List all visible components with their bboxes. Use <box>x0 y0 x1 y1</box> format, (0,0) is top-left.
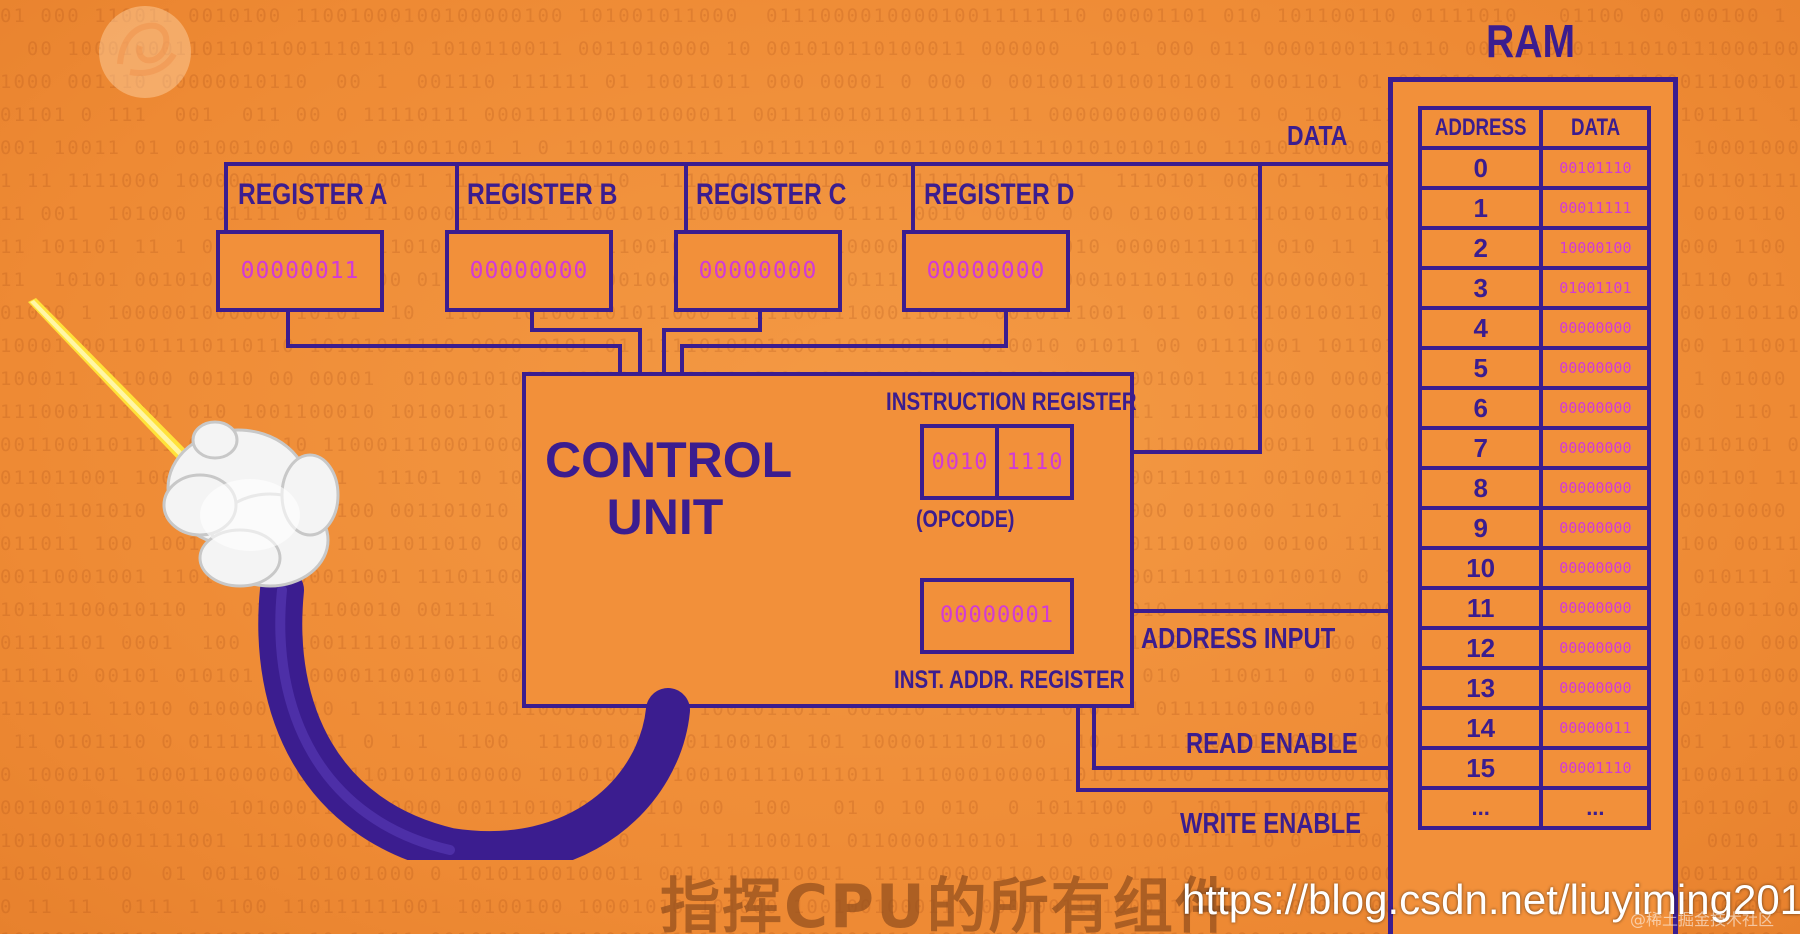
ram-header-row: ADDRESS DATA <box>1417 106 1652 150</box>
register-c-label: REGISTER C <box>696 178 847 211</box>
ram-data-cell: 00000000 <box>1539 546 1652 590</box>
pbs-logo-icon <box>99 6 191 98</box>
ram-address-cell: 14 <box>1417 706 1544 750</box>
ram-address-cell: 7 <box>1417 426 1544 470</box>
register-a-box <box>216 230 384 312</box>
ram-address-cell: 4 <box>1417 306 1544 350</box>
video-subtitle: 指挥CPU的所有组件 <box>660 872 1237 934</box>
ram-data-cell: 00000000 <box>1539 346 1652 390</box>
instruction-register-divider <box>995 424 999 500</box>
ram-data-cell: ... <box>1539 786 1652 830</box>
ram-data-cell: 00000011 <box>1539 706 1652 750</box>
ram-title: RAM <box>1486 15 1576 67</box>
opcode-caption: (OPCODE) <box>916 506 1015 533</box>
ram-data-cell: 00000000 <box>1539 586 1652 630</box>
inst-addr-register-label: INST. ADDR. REGISTER <box>894 666 1125 694</box>
ram-address-cell: 12 <box>1417 626 1544 670</box>
register-a-value: 00000011 <box>240 258 360 284</box>
ram-data-cell: 00000000 <box>1539 626 1652 670</box>
write-enable-label: WRITE ENABLE <box>1180 808 1361 840</box>
source-url[interactable]: https://blog.csdn.net/liuyiming2019 <box>1182 876 1800 923</box>
register-d-label: REGISTER D <box>924 178 1075 211</box>
register-d-value: 00000000 <box>926 258 1046 284</box>
ram-address-cell: ... <box>1417 786 1544 830</box>
ram-address-cell: 5 <box>1417 346 1544 390</box>
ram-address-cell: 11 <box>1417 586 1544 630</box>
register-c-box <box>674 230 842 312</box>
ram-address-cell: 13 <box>1417 666 1544 710</box>
ram-data-cell: 00001110 <box>1539 746 1652 790</box>
register-c-value: 00000000 <box>698 258 818 284</box>
ram-data-cell: 00011111 <box>1539 186 1652 230</box>
ram-address-cell: 0 <box>1417 146 1544 190</box>
register-a-label: REGISTER A <box>238 178 388 211</box>
inst-addr-register-value: 00000001 <box>940 603 1054 628</box>
pointing-glove-icon <box>28 298 690 860</box>
ram-address-cell: 9 <box>1417 506 1544 550</box>
ram-address-cell: 1 <box>1417 186 1544 230</box>
instruction-register-label: INSTRUCTION REGISTER <box>886 388 1137 416</box>
ram-address-cell: 3 <box>1417 266 1544 310</box>
ram-address-cell: 10 <box>1417 546 1544 590</box>
ram-address-cell: 8 <box>1417 466 1544 510</box>
read-enable-label: READ ENABLE <box>1186 728 1358 760</box>
ram-data-cell: 00000000 <box>1539 466 1652 510</box>
ram-row: ...... <box>1417 786 1652 830</box>
ram-address-header: ADDRESS <box>1417 106 1544 150</box>
register-b-label: REGISTER B <box>467 178 618 211</box>
ram-data-cell: 01001101 <box>1539 266 1652 310</box>
ram-data-cell: 10000100 <box>1539 226 1652 270</box>
ram-address-cell: 2 <box>1417 226 1544 270</box>
register-b-box <box>445 230 613 312</box>
control-unit-title: CONTROL UNIT <box>545 432 793 545</box>
ram-address-cell: 6 <box>1417 386 1544 430</box>
opcode-value: 0010 <box>931 450 989 475</box>
ram-data-cell: 00000000 <box>1539 386 1652 430</box>
ram-data-cell: 00000000 <box>1539 306 1652 350</box>
ram-data-cell: 00000000 <box>1539 506 1652 550</box>
ram-data-header: DATA <box>1539 106 1652 150</box>
ram-address-cell: 15 <box>1417 746 1544 790</box>
address-input-label: ADDRESS INPUT <box>1141 623 1336 655</box>
register-d-box <box>902 230 1070 312</box>
ram-data-cell: 00000000 <box>1539 426 1652 470</box>
operand-value: 1110 <box>1006 450 1064 475</box>
data-bus-label: DATA <box>1287 120 1348 151</box>
ram-data-cell: 00101110 <box>1539 146 1652 190</box>
register-b-value: 00000000 <box>469 258 589 284</box>
platform-watermark: @稀土掘金技术社区 <box>1630 910 1775 929</box>
inst-addr-register-box <box>920 578 1074 654</box>
ram-data-cell: 00000000 <box>1539 666 1652 710</box>
